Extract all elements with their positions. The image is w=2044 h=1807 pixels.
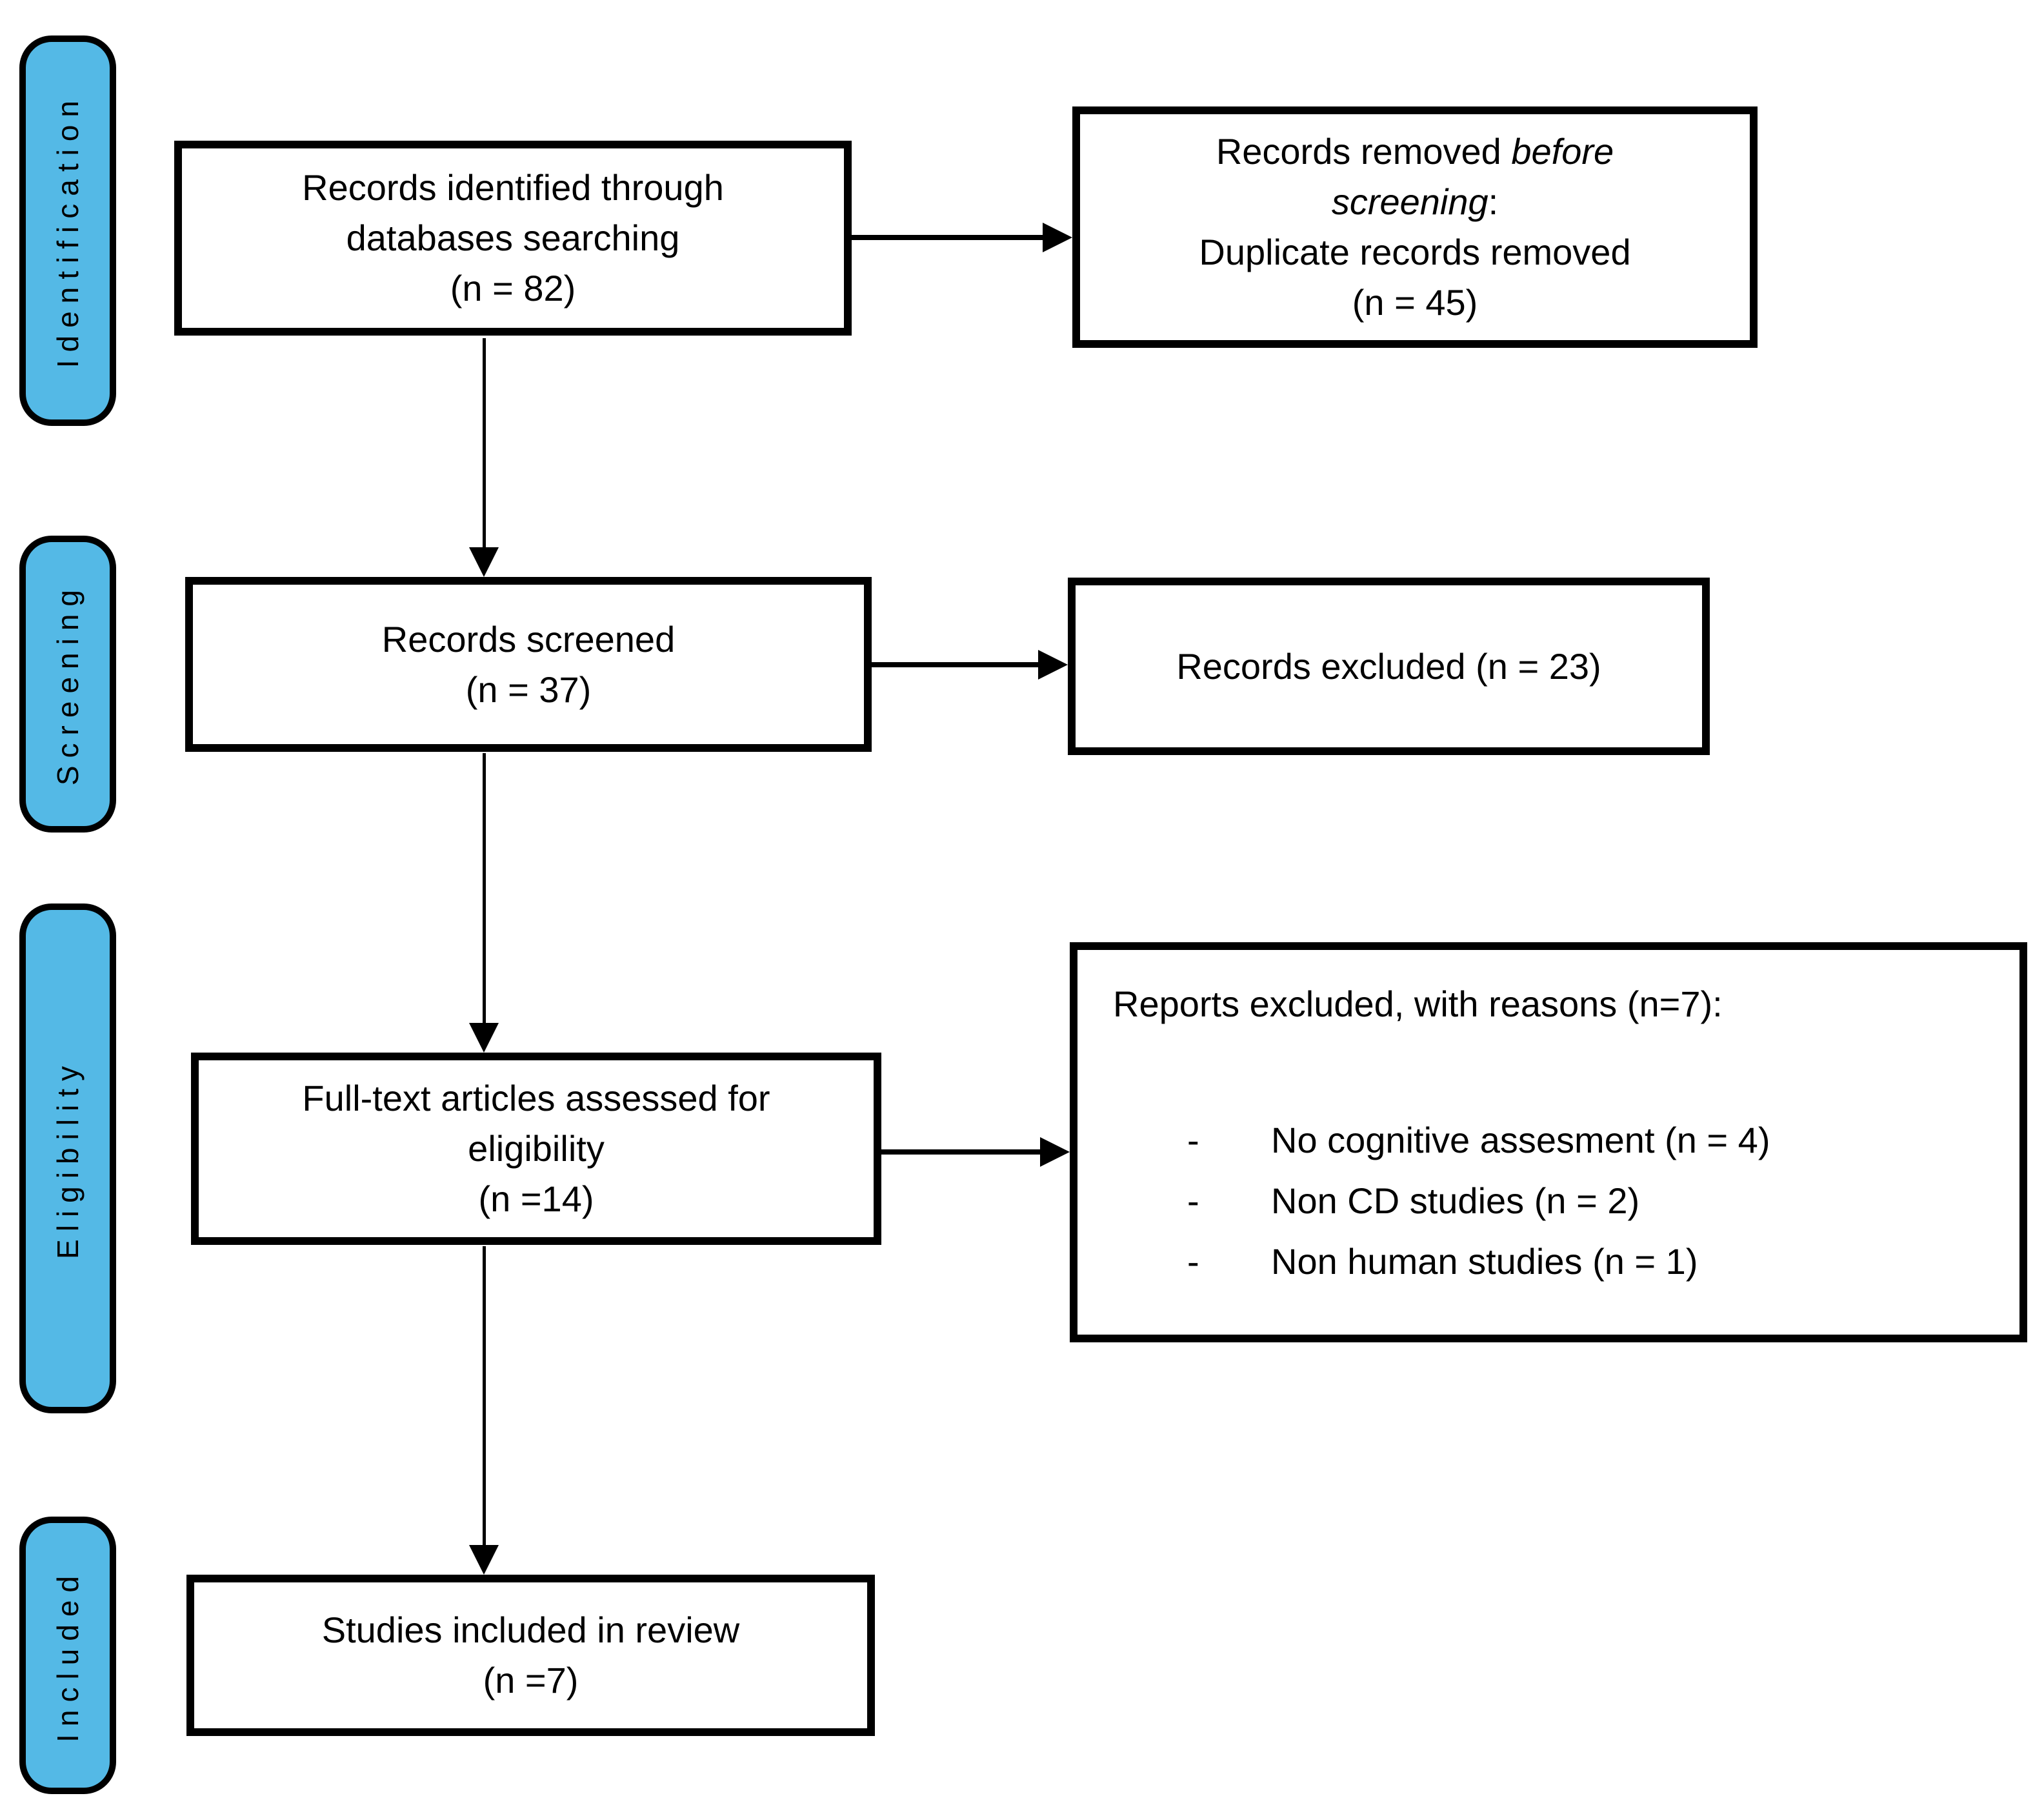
box-line: databases searching (346, 217, 680, 258)
box-line: Records screened (381, 618, 676, 660)
box-fulltext-assessed: Full-text articles assessed for eligibil… (191, 1053, 881, 1245)
box-studies-included: Studies included in review (n =7) (186, 1575, 875, 1736)
excluded-reasons-list: - No cognitive assesment (n = 4) - Non C… (1113, 1110, 1770, 1292)
bullet-dash: - (1187, 1120, 1199, 1160)
box-line: (n =7) (483, 1660, 579, 1701)
box-line-italic: before (1511, 131, 1614, 172)
bullet-dash: - (1187, 1241, 1199, 1282)
box-line: Studies included in review (321, 1610, 740, 1650)
box-line: (n = 45) (1352, 282, 1478, 323)
connector-screened-to-fulltext (483, 753, 486, 1023)
arrowhead-right (1040, 1137, 1070, 1167)
reports-excluded-title: Reports excluded, with reasons (n=7): (1113, 984, 1723, 1024)
arrowhead-right (1038, 650, 1068, 680)
stage-pill-included: Included (19, 1517, 116, 1794)
box-line: Duplicate records removed (1199, 232, 1631, 272)
stage-label-eligibility: Eligibility (51, 1058, 85, 1259)
connector-identified-to-removed (852, 235, 1043, 240)
box-line: eligibility (468, 1128, 605, 1169)
box-line: (n = 82) (450, 268, 576, 308)
box-records-identified: Records identified through databases sea… (174, 141, 852, 336)
excluded-reason-item: - Non CD studies (n = 2) (1187, 1171, 1770, 1231)
arrowhead-down (469, 1023, 499, 1053)
box-line: (n =14) (478, 1178, 594, 1219)
box-reports-excluded-reasons: Reports excluded, with reasons (n=7): - … (1070, 942, 2027, 1342)
connector-identified-to-screened (483, 338, 486, 547)
connector-fulltext-to-reports (881, 1149, 1040, 1155)
stage-label-identification: Identification (51, 93, 85, 368)
box-line: Full-text articles assessed for (302, 1078, 770, 1118)
excluded-reason-item: - Non human studies (n = 1) (1187, 1231, 1770, 1292)
stage-pill-eligibility: Eligibility (19, 904, 116, 1413)
box-line-text: Records removed (1216, 131, 1501, 172)
excluded-reason-text: No cognitive assesment (n = 4) (1271, 1120, 1770, 1160)
box-records-screened: Records screened (n = 37) (185, 577, 872, 752)
excluded-reason-item: - No cognitive assesment (n = 4) (1187, 1110, 1770, 1171)
box-records-excluded: Records excluded (n = 23) (1068, 578, 1710, 755)
connector-screened-to-excluded (872, 662, 1038, 667)
excluded-reason-text: Non human studies (n = 1) (1271, 1241, 1698, 1282)
arrowhead-down (469, 1545, 499, 1575)
box-line: Records removed before (1216, 126, 1614, 177)
box-line-text: : (1488, 181, 1499, 222)
box-line-italic: screening (1331, 181, 1488, 222)
box-line: Records identified through (302, 167, 724, 208)
bullet-dash: - (1187, 1180, 1199, 1221)
excluded-reason-text: Non CD studies (n = 2) (1271, 1180, 1640, 1221)
stage-pill-screening: Screening (19, 536, 116, 833)
box-line: (n = 37) (465, 669, 592, 710)
box-line: Records excluded (n = 23) (1176, 645, 1601, 687)
box-line: screening: (1332, 177, 1498, 227)
arrowhead-right (1043, 223, 1072, 252)
stage-pill-identification: Identification (19, 35, 116, 426)
stage-label-screening: Screening (51, 582, 85, 786)
box-records-removed-before-screening: Records removed before screening: Duplic… (1072, 106, 1758, 348)
connector-fulltext-to-included (483, 1246, 486, 1545)
arrowhead-down (469, 547, 499, 577)
stage-label-included: Included (51, 1568, 85, 1742)
